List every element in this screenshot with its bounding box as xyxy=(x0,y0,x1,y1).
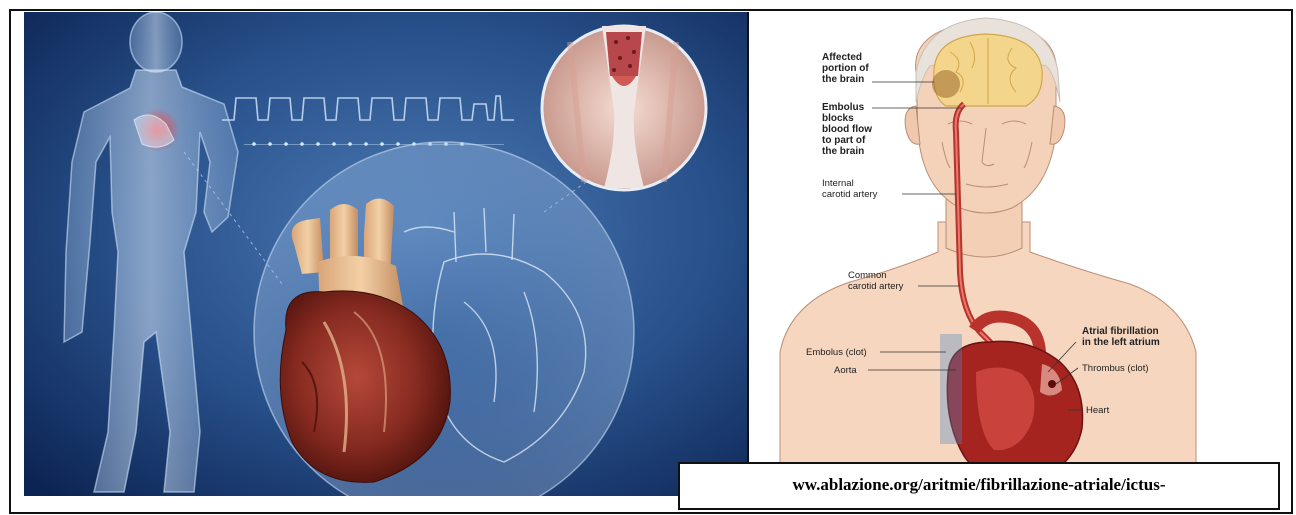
stroke-diagram: Affected portion of the brain Embolus bl… xyxy=(750,12,1284,496)
thrombus xyxy=(1048,380,1056,388)
affected-brain-area xyxy=(932,70,960,98)
label-internal-carotid: Internal carotid artery xyxy=(822,178,878,200)
stroke-diagram-panel: Affected portion of the brain Embolus bl… xyxy=(750,12,1284,496)
heart-illustration-panel xyxy=(24,12,747,496)
label-heart: Heart xyxy=(1086,405,1110,416)
label-embolus-blocks: Embolus blocks blood flow to part of the… xyxy=(822,102,875,157)
label-thrombus-clot: Thrombus (clot) xyxy=(1082,363,1149,374)
artery-magnifier xyxy=(542,26,706,190)
label-atrial-fibrillation: Atrial fibrillation in the left atrium xyxy=(1082,326,1161,348)
panel-divider xyxy=(747,12,749,502)
blue-vessel-highlight xyxy=(940,334,962,444)
source-url-caption: ww.ablazione.org/aritmie/fibrillazione-a… xyxy=(680,475,1278,495)
label-aorta: Aorta xyxy=(834,365,857,376)
label-affected: Affected portion of the brain xyxy=(822,52,871,85)
label-embolus-clot: Embolus (clot) xyxy=(806,347,867,358)
heart-illustration xyxy=(24,12,747,496)
source-caption-box: ww.ablazione.org/aritmie/fibrillazione-a… xyxy=(678,462,1280,510)
